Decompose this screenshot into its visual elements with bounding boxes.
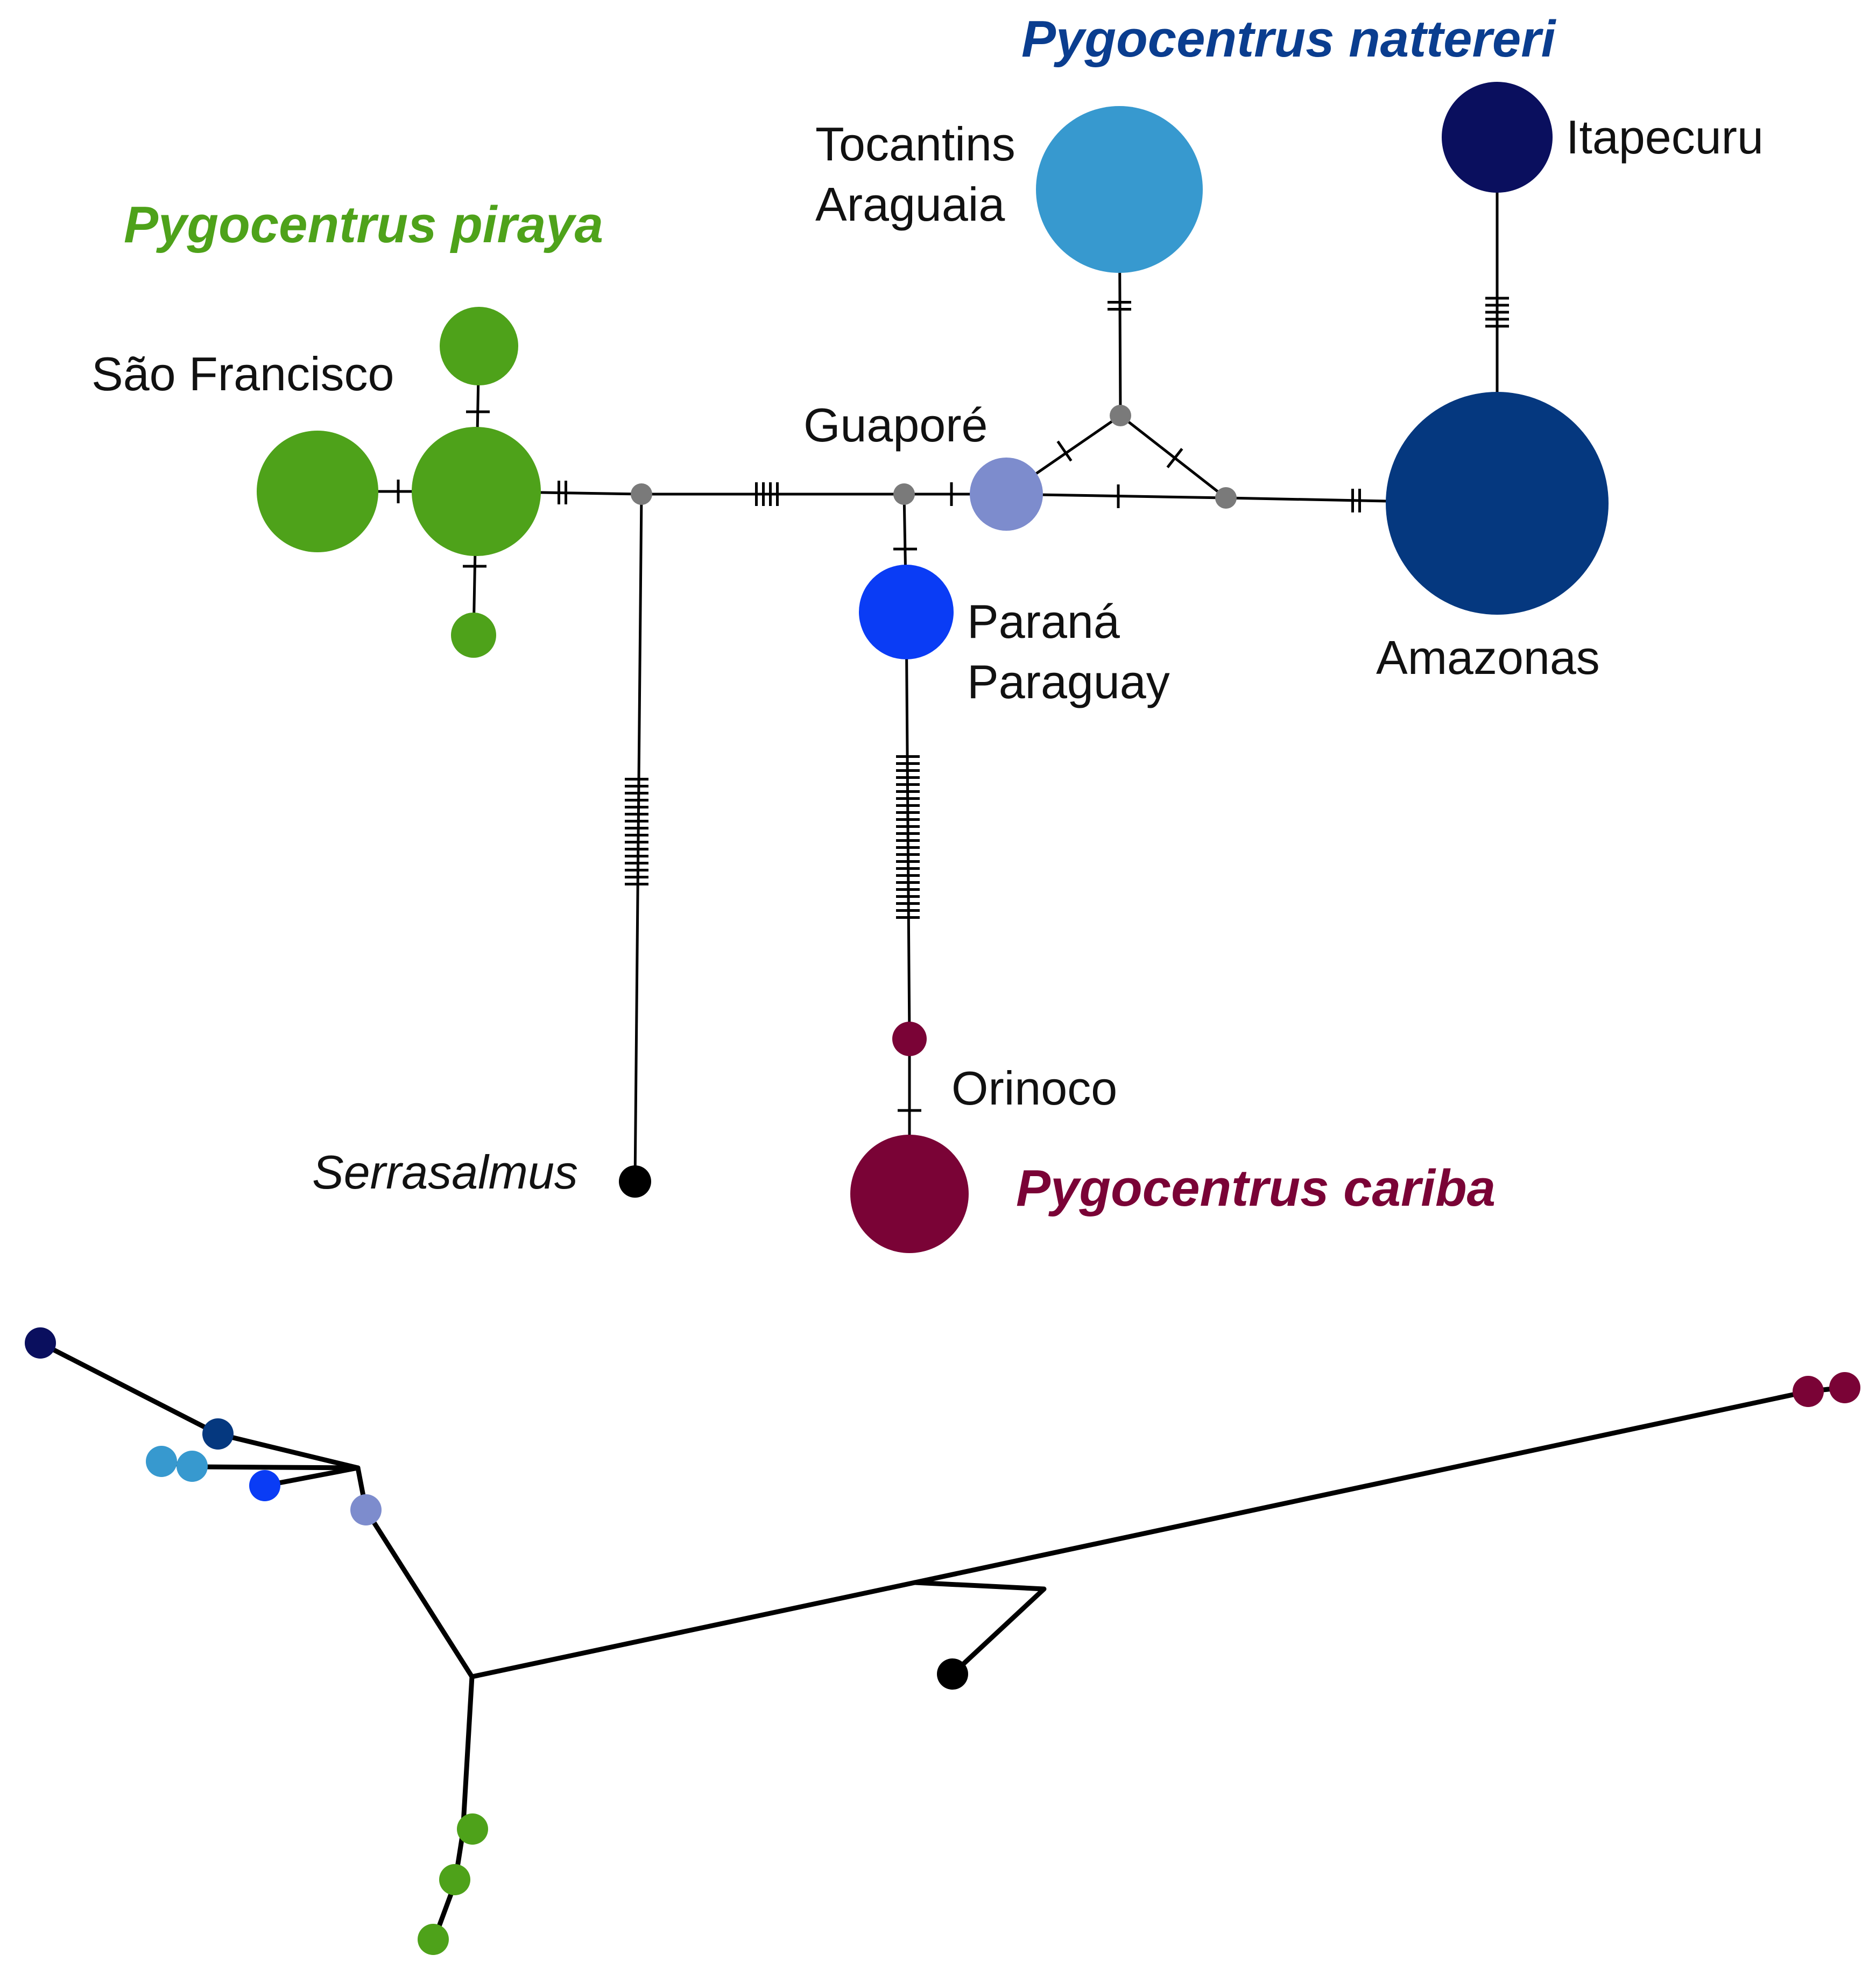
edge-node-a-serrasalmus: [633, 493, 643, 1183]
haplotype-orinoco: [850, 1135, 969, 1253]
label-paraguay: Paraguay: [967, 655, 1170, 708]
tree-tip-orinoco-2: [1829, 1372, 1860, 1403]
tree-tip-sao-francisco-3: [418, 1924, 449, 1955]
species-title-nattereri: Pygocentrus nattereri: [1021, 10, 1557, 68]
tree-branch-nattereri-parana: [262, 1465, 361, 1488]
haplotype-amazonas: [1386, 392, 1609, 615]
haplotype-guapore: [970, 458, 1043, 531]
network-nodes: [257, 82, 1609, 1253]
edge-triangle-top-right: [1119, 414, 1228, 500]
tree-tip-tocantins-2: [177, 1451, 208, 1482]
species-title-piraya: Pygocentrus piraya: [124, 196, 603, 254]
tree-branch-cariba: [469, 1385, 1846, 1679]
tree-tip-guapore: [350, 1494, 382, 1525]
haplotype-itapecuru: [1442, 82, 1553, 193]
label-amazonas: Amazonas: [1376, 631, 1600, 684]
tree-tip-amazonas: [202, 1418, 234, 1450]
tree-edges: [38, 1340, 1846, 1945]
haplotype-parana-paraguay: [859, 565, 954, 659]
haplotype-sao-francisco-left: [257, 431, 378, 552]
label-serrasalmus: Serrasalmus: [312, 1145, 578, 1199]
median-vector-triangle-top: [1110, 405, 1131, 426]
tree-branch-serrasalmus: [912, 1580, 1047, 1677]
mutation-tick: [1166, 448, 1183, 468]
tree-tip-parana: [249, 1470, 280, 1501]
tree-branch-nattereri-itapecuru: [38, 1340, 361, 1471]
label-parana: Paraná: [967, 595, 1120, 648]
phylogenetic-tree: [25, 1327, 1860, 1955]
label-araguaia: Araguaia: [815, 178, 1005, 231]
tree-tips: [25, 1327, 1860, 1955]
label-tocantins: Tocantins: [815, 117, 1015, 171]
haplotype-orinoco-small: [892, 1022, 927, 1056]
haplotype-sao-francisco-bottom: [451, 613, 496, 658]
median-vector-triangle-right: [1215, 487, 1237, 509]
edge-guapore-triangle-right: [1005, 493, 1228, 500]
tree-tip-sao-francisco-1: [457, 1813, 488, 1845]
tree-tip-tocantins-1: [146, 1446, 177, 1477]
haplotype-serrasalmus: [619, 1165, 651, 1198]
mutation-ticks: [397, 297, 1509, 1112]
tree-tip-sao-francisco-2: [439, 1864, 470, 1895]
haplotype-sao-francisco-top: [440, 307, 518, 385]
mutation-tick: [1056, 440, 1073, 462]
tree-tip-itapecuru: [25, 1327, 56, 1359]
label-itapecuru: Itapecuru: [1566, 110, 1764, 164]
species-title-cariba: Pygocentrus cariba: [1016, 1159, 1496, 1217]
median-vector-guapore-junction: [893, 483, 915, 505]
tree-tip-serrasalmus: [937, 1658, 968, 1690]
label-sao-francisco: São Francisco: [91, 347, 394, 400]
haplotype-network: Pygocentrus piraya Pygocentrus nattereri…: [91, 10, 1764, 1253]
label-guapore: Guaporé: [803, 398, 988, 452]
tree-branch-piraya: [431, 1674, 475, 1945]
haplotype-tocantins-araguaia: [1036, 106, 1203, 273]
label-orinoco: Orinoco: [951, 1061, 1117, 1115]
haplotype-sao-francisco-center: [412, 427, 541, 556]
median-vector-node-a: [631, 483, 652, 505]
tree-tip-orinoco-1: [1793, 1376, 1824, 1407]
